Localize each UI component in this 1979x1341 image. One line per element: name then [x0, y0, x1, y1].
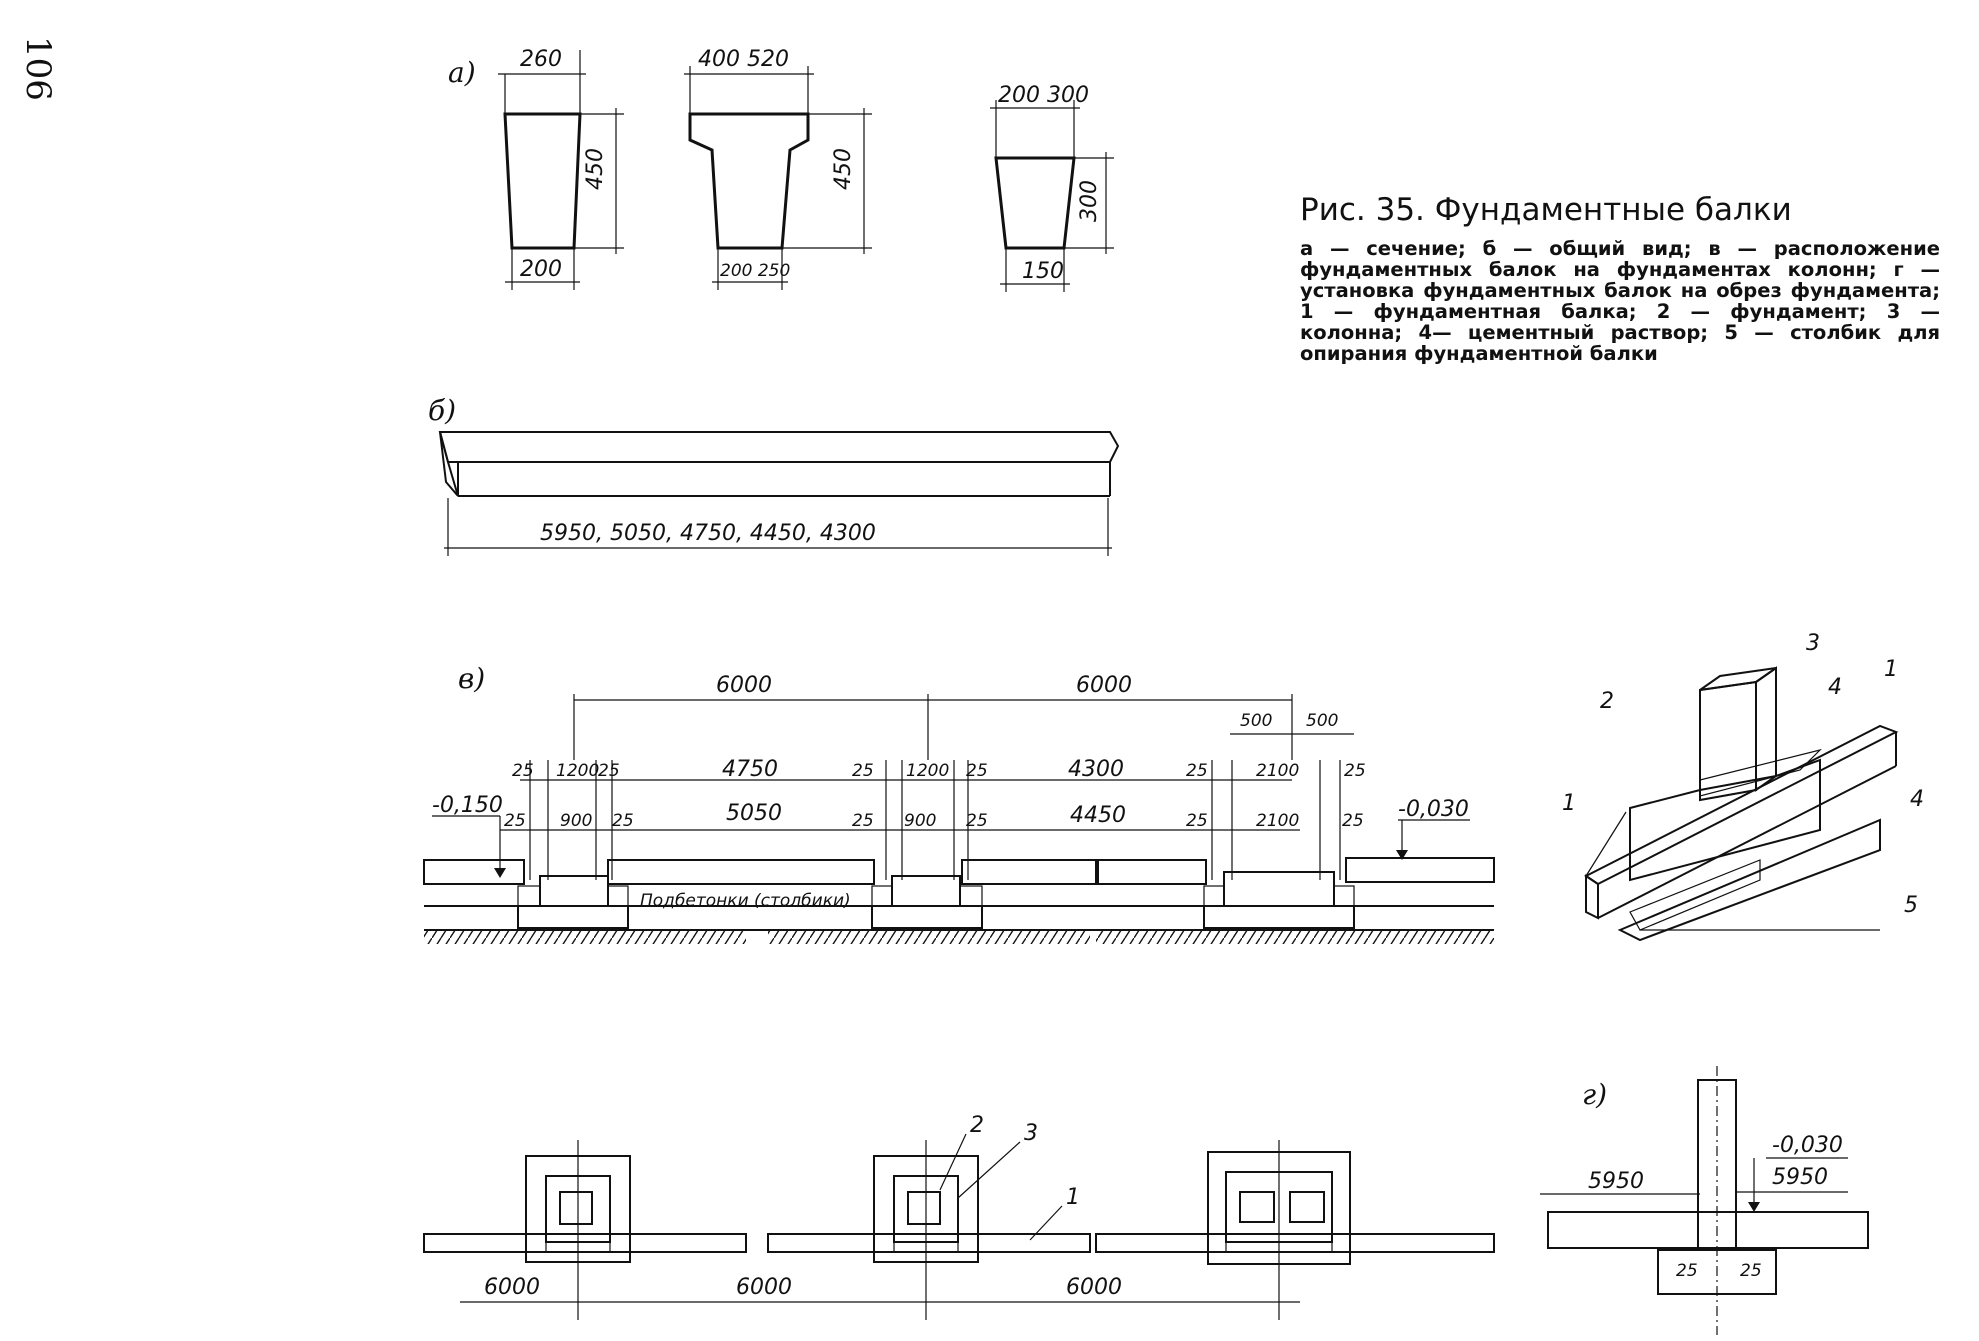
- section-3: 200 300 150 300: [990, 83, 1114, 292]
- g-gap-left: 25: [1676, 1261, 1698, 1281]
- s1-bottom-dim: 200: [520, 257, 562, 282]
- plan-callout-3: 3: [1024, 1121, 1038, 1146]
- figure-caption: Рис. 35. Фундаментные балки а — сечение;…: [1300, 192, 1940, 364]
- caption-text: а — сечение; б — общий вид; в — располож…: [1300, 237, 1940, 365]
- c1-gap-1: 25: [512, 761, 534, 781]
- s2-bottom-dim: 200 250: [720, 261, 790, 281]
- plan-span-2: 6000: [736, 1275, 792, 1300]
- plan-span-1: 6000: [484, 1275, 540, 1300]
- c2-gap-1: 25: [852, 761, 874, 781]
- iso-callout-5: 5: [1904, 893, 1918, 918]
- s3-height-dim: 300: [1077, 180, 1102, 222]
- dim-500-left: 500: [1240, 711, 1272, 731]
- dim-500-right: 500: [1306, 711, 1338, 731]
- span-right-dim: 6000: [1076, 673, 1132, 698]
- s3-top-dim: 200 300: [998, 83, 1089, 108]
- detail-g: 5950 5950 -0,030 25 25: [1540, 1066, 1869, 1335]
- level-left: -0,150: [432, 793, 503, 818]
- plan-view: 2 3 1 6000 6000 6000: [423, 1113, 1495, 1320]
- panel-label-g: г): [1582, 1078, 1607, 1111]
- g-level: -0,030: [1772, 1133, 1843, 1158]
- section-1: 260 200 450: [498, 47, 624, 290]
- c1-beam-bottom: 5050: [726, 801, 782, 826]
- section-2: 400 520 200 250 450: [684, 47, 872, 290]
- c1-gap-3: 25: [504, 811, 526, 831]
- c2-beam-bottom: 4450: [1070, 803, 1126, 828]
- c2-gap-3: 25: [852, 811, 874, 831]
- c3-gap-1: 25: [1186, 761, 1208, 781]
- iso-callout-4-top: 4: [1828, 675, 1842, 700]
- panel-label-b: б): [428, 394, 456, 427]
- isometric-view: 2 3 1 4 4 5 1: [1562, 631, 1924, 942]
- c2-beam-top: 4300: [1068, 757, 1124, 782]
- span-left-dim: 6000: [716, 673, 772, 698]
- plan-callout-2: 2: [970, 1113, 984, 1138]
- s1-height-dim: 450: [583, 148, 608, 190]
- c1-col-dim: 1200: [556, 761, 599, 781]
- iso-callout-3: 3: [1806, 631, 1820, 656]
- beam-general-view: 5950, 5050, 4750, 4450, 4300: [438, 431, 1120, 556]
- iso-callout-1-left: 1: [1562, 791, 1576, 816]
- panel-label-a: а): [448, 56, 476, 89]
- c1-gap-2: 25: [598, 761, 620, 781]
- level-right: -0,030: [1398, 797, 1469, 822]
- c1-ped-dim: 900: [560, 811, 592, 831]
- c2-ped-dim: 900: [904, 811, 936, 831]
- beam-lengths: 5950, 5050, 4750, 4450, 4300: [540, 521, 876, 546]
- c1-beam-top: 4750: [722, 757, 778, 782]
- c2-gap-4: 25: [966, 811, 988, 831]
- note-podbetonki: Подбетонки (столбики): [640, 891, 851, 911]
- iso-callout-1-top: 1: [1884, 657, 1898, 682]
- g-right-length: 5950: [1772, 1165, 1828, 1190]
- g-gap-right: 25: [1740, 1261, 1762, 1281]
- plan-span-3: 6000: [1066, 1275, 1122, 1300]
- panel-label-v: в): [458, 662, 485, 695]
- c2-gap-2: 25: [966, 761, 988, 781]
- c2-col-dim: 1200: [906, 761, 949, 781]
- iso-callout-2: 2: [1600, 689, 1614, 714]
- s2-top-dim: 400 520: [698, 47, 789, 72]
- c3-gap-2: 25: [1344, 761, 1366, 781]
- g-left-length: 5950: [1588, 1169, 1644, 1194]
- s3-bottom-dim: 150: [1022, 259, 1064, 284]
- s1-top-dim: 260: [520, 47, 562, 72]
- c3-col-dim: 2100: [1256, 761, 1299, 781]
- c1-gap-4: 25: [612, 811, 634, 831]
- s2-height-dim: 450: [831, 148, 856, 190]
- foundation-layout-section: 6000 6000 500 500 -0,150 -0,030 25 1200 …: [423, 673, 1495, 944]
- iso-callout-4-right: 4: [1910, 787, 1924, 812]
- c3-gap-4: 25: [1342, 811, 1364, 831]
- caption-title: Рис. 35. Фундаментные балки: [1300, 192, 1792, 228]
- c3-ped-dim: 2100: [1256, 811, 1299, 831]
- c3-gap-3: 25: [1186, 811, 1208, 831]
- plan-callout-1: 1: [1066, 1185, 1080, 1210]
